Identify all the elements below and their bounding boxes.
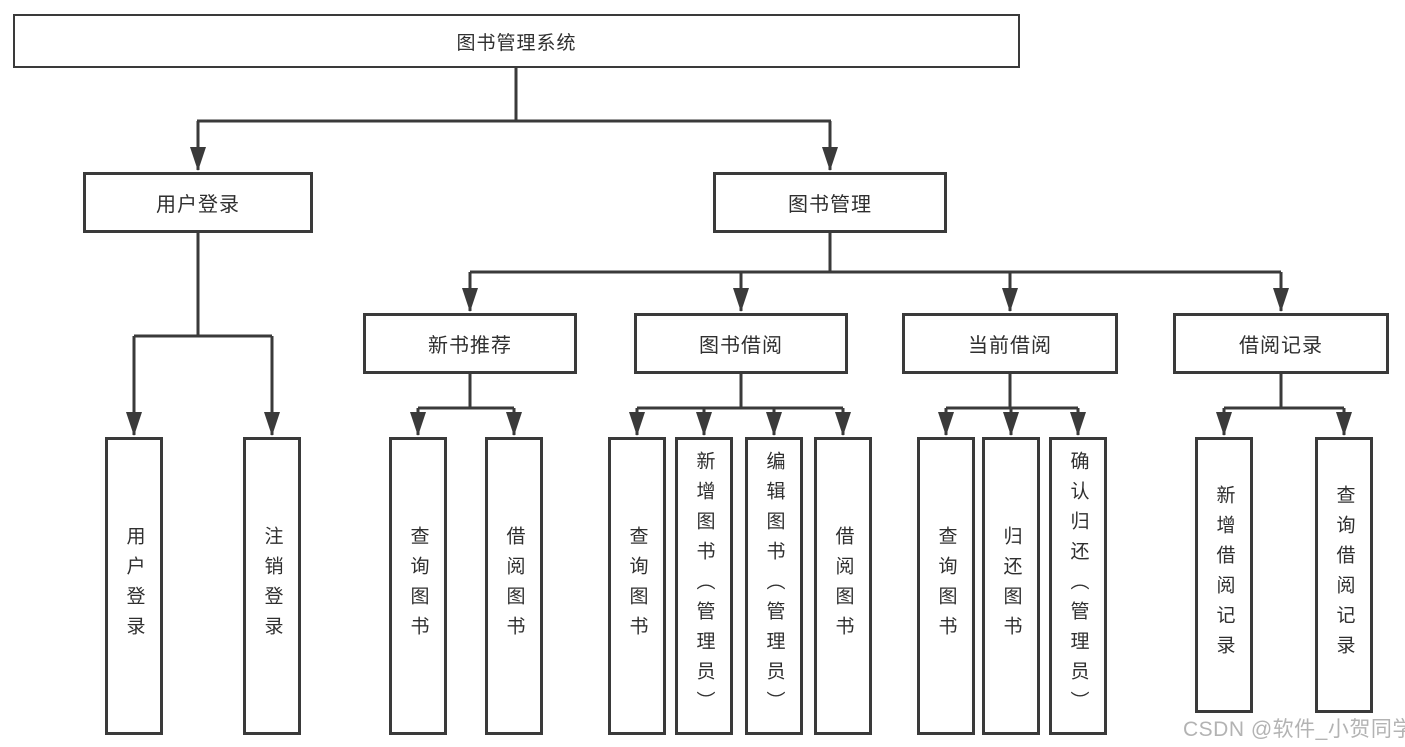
csdn-watermark: CSDN @软件_小贺同学 — [1183, 718, 1405, 741]
node-new-book-recommend: 新书推荐 — [363, 313, 577, 374]
node-book-borrow: 图书借阅 — [634, 313, 848, 374]
node-leaf-confirm-return-admin: 确认归还（管理员） — [1049, 437, 1107, 735]
node-leaf-query-books-2: 查询图书 — [608, 437, 666, 735]
node-leaf-borrow-books-2: 借阅图书 — [814, 437, 872, 735]
node-leaf-user-login: 用户登录 — [105, 437, 163, 735]
node-book-management: 图书管理 — [713, 172, 947, 233]
node-leaf-borrow-books-1: 借阅图书 — [485, 437, 543, 735]
node-leaf-logout: 注销登录 — [243, 437, 301, 735]
node-leaf-add-books-admin: 新增图书（管理员） — [675, 437, 733, 735]
node-leaf-add-borrow-record: 新增借阅记录 — [1195, 437, 1253, 713]
node-leaf-return-books: 归还图书 — [982, 437, 1040, 735]
node-user-login: 用户登录 — [83, 172, 313, 233]
node-leaf-query-books-1: 查询图书 — [389, 437, 447, 735]
node-leaf-query-borrow-record: 查询借阅记录 — [1315, 437, 1373, 713]
node-leaf-query-books-3: 查询图书 — [917, 437, 975, 735]
node-root: 图书管理系统 — [13, 14, 1020, 68]
node-borrow-records: 借阅记录 — [1173, 313, 1389, 374]
node-current-borrow: 当前借阅 — [902, 313, 1118, 374]
node-leaf-edit-books-admin: 编辑图书（管理员） — [745, 437, 803, 735]
